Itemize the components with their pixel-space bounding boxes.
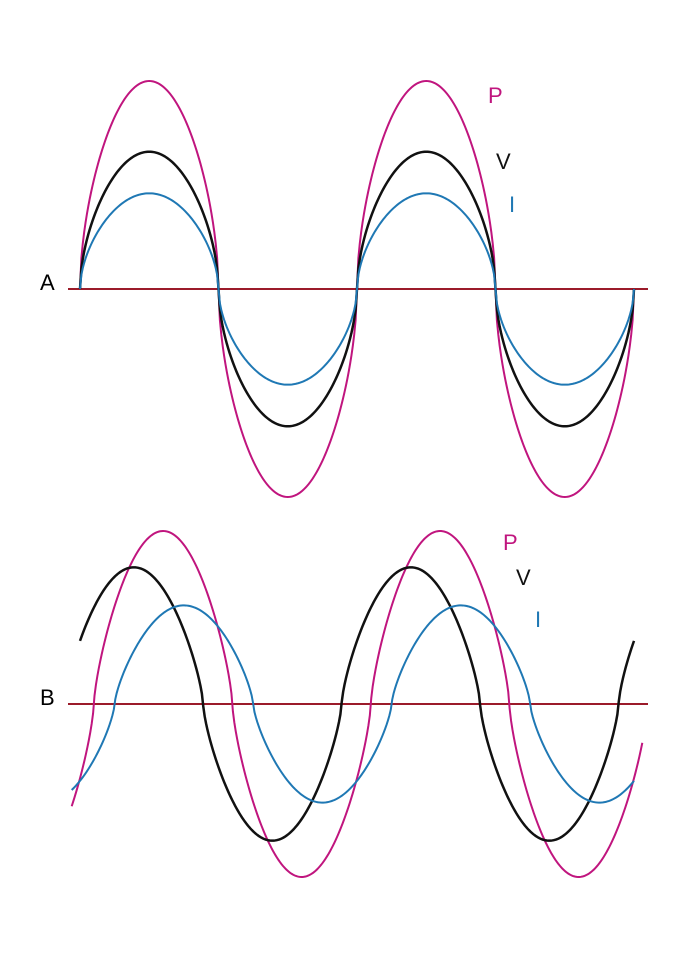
panel-b-power-curve: [70, 529, 644, 879]
panel-a-current-curve: [79, 192, 635, 386]
panel-b-current-label: I: [535, 607, 541, 632]
panel-b-current-curve: [70, 604, 635, 804]
panel-b-voltage-label: V: [516, 565, 531, 590]
panel-a-label: A: [40, 270, 55, 295]
panel-a: A P V I: [40, 79, 648, 499]
panel-b-voltage-curve: [78, 566, 636, 842]
panel-b-power-label: P: [503, 530, 518, 555]
panel-a-power-label: P: [488, 83, 503, 108]
panel-b: B P V I: [40, 529, 648, 879]
panel-a-voltage-label: V: [496, 149, 511, 174]
panel-a-current-label: I: [509, 192, 515, 217]
panel-b-label: B: [40, 685, 55, 710]
